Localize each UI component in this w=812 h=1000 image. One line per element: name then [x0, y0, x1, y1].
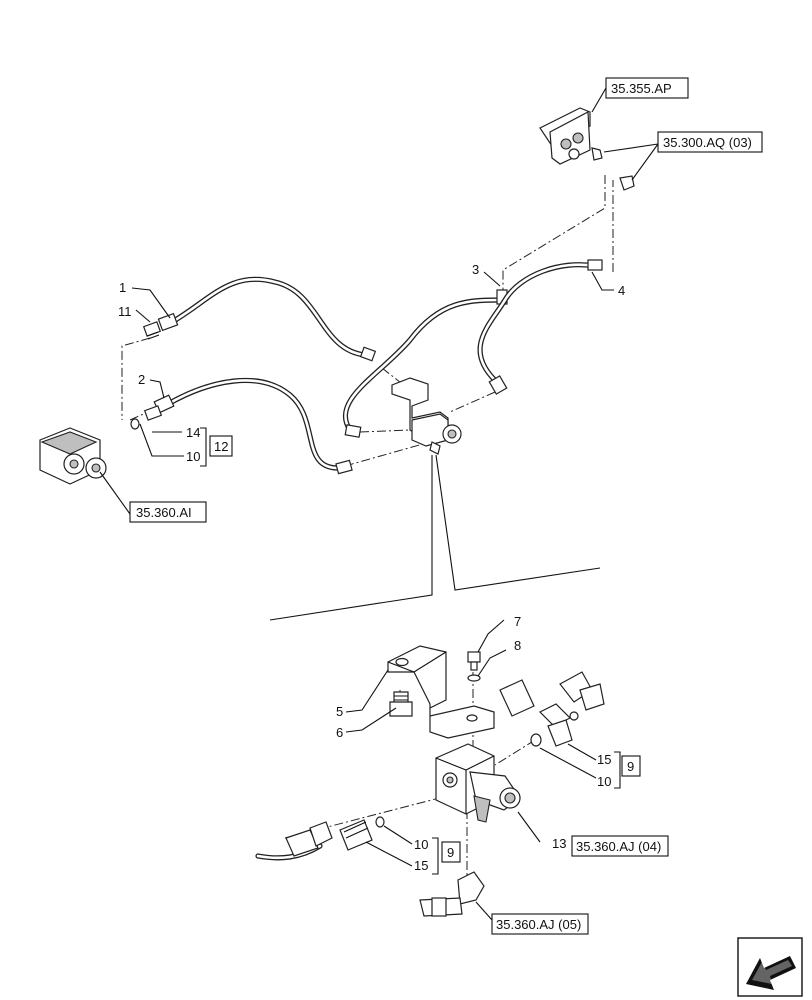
- callout-6: 6: [336, 725, 343, 740]
- svg-text:9: 9: [627, 759, 634, 774]
- ref-35-360-aj-05[interactable]: 35.360.AJ (05): [491, 913, 589, 935]
- hose-ends-upper-right: [499, 671, 605, 717]
- part-callouts: 1 11 2 14 10 3 4 5 6 7 8 15 10 10 15 13: [118, 262, 625, 873]
- assembly-centerlines: [121, 175, 614, 880]
- svg-text:35.360.AJ (04): 35.360.AJ (04): [576, 839, 661, 854]
- callout-15-upper: 15: [597, 752, 611, 767]
- callout-8: 8: [514, 638, 521, 653]
- ref-35-360-ai[interactable]: 35.360.AI: [129, 501, 207, 523]
- fitting-11: [142, 321, 162, 340]
- callout-10-left: 10: [186, 449, 200, 464]
- o-ring-10-lower: [375, 816, 385, 828]
- callout-3: 3: [472, 262, 479, 277]
- callout-5: 5: [336, 704, 343, 719]
- callout-14: 14: [186, 425, 200, 440]
- detail-valve-13: [435, 743, 521, 823]
- bolt-6: [389, 691, 413, 717]
- callout-15-lower: 15: [414, 858, 428, 873]
- callout-10-lower: 10: [414, 837, 428, 852]
- callout-13: 13: [552, 836, 566, 851]
- hose-2: [153, 377, 353, 475]
- fitting-14: [143, 405, 163, 421]
- center-bracket-valve: [391, 377, 462, 455]
- hose-ends-lower-left: [255, 821, 333, 861]
- o-ring-10-left: [130, 418, 140, 430]
- callout-11: 11: [118, 304, 132, 319]
- top-valve-block: [539, 107, 603, 165]
- o-ring-10-upper: [530, 733, 542, 747]
- detail-expansion-lines: [269, 454, 601, 621]
- fitting-15-lower: [339, 819, 373, 851]
- callout-1: 1: [119, 280, 126, 295]
- svg-text:35.360.AJ (05): 35.360.AJ (05): [496, 917, 581, 932]
- svg-text:35.360.AI: 35.360.AI: [136, 505, 192, 520]
- washer-8: [467, 674, 481, 682]
- svg-text:9: 9: [447, 845, 454, 860]
- boxed-callout-9-upper: 9: [621, 755, 641, 777]
- tee-fitting-15-upper: [538, 703, 579, 747]
- leader-lines: [99, 87, 659, 921]
- ref-35-355-ap[interactable]: 35.355.AP: [605, 77, 689, 99]
- group-brackets: [200, 427, 621, 875]
- callout-7: 7: [514, 614, 521, 629]
- bottom-elbow-fitting: [419, 871, 485, 917]
- svg-text:35.300.AQ (03): 35.300.AQ (03): [663, 135, 752, 150]
- boxed-callout-9-lower: 9: [441, 841, 461, 863]
- svg-text:12: 12: [214, 439, 228, 454]
- hose-3: [342, 289, 508, 438]
- elbow-fitting-small: [619, 175, 635, 191]
- arrow-down-left-icon[interactable]: [737, 937, 803, 997]
- bolt-7: [467, 651, 481, 671]
- left-valve-assembly: [39, 427, 107, 485]
- detail-bracket-5: [387, 645, 495, 739]
- boxed-callout-12: 12: [209, 435, 233, 457]
- hose-1: [157, 276, 377, 362]
- callout-2: 2: [138, 372, 145, 387]
- svg-text:35.355.AP: 35.355.AP: [611, 81, 672, 96]
- ref-35-360-aj-04[interactable]: 35.360.AJ (04): [571, 835, 669, 857]
- ref-35-300-aq-03[interactable]: 35.300.AQ (03): [657, 131, 763, 153]
- hose-4: [477, 259, 603, 395]
- callout-10-upper: 10: [597, 774, 611, 789]
- callout-4: 4: [618, 283, 625, 298]
